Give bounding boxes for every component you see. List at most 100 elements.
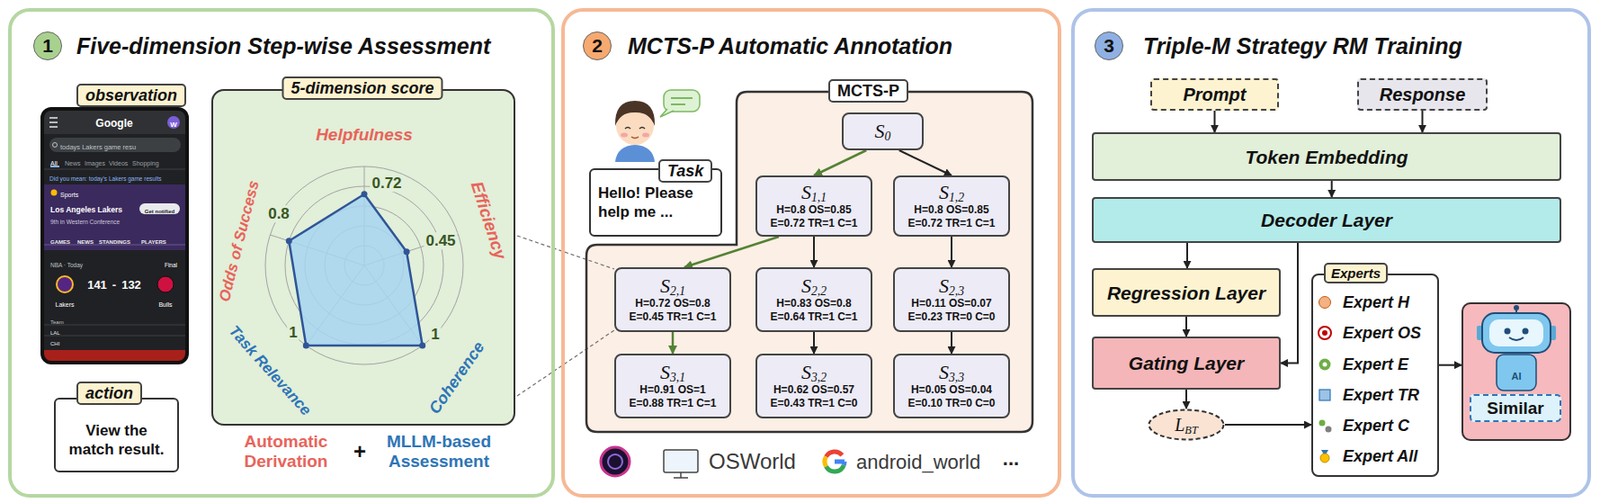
label-slot: Shopping	[132, 152, 160, 170]
menu-bar	[49, 121, 58, 124]
state-name: S2,2	[801, 275, 827, 297]
tag-label: observation	[76, 83, 187, 108]
radar-grid	[265, 166, 464, 365]
label-slot: Google	[95, 114, 133, 131]
label-slot: 0.45	[423, 232, 457, 251]
label-slot: Team	[50, 311, 64, 328]
expert-name: Expert OS	[1342, 323, 1422, 342]
radar-point	[419, 342, 426, 349]
speech-bubble	[663, 89, 700, 112]
expert-icon	[1319, 389, 1331, 401]
text-slot: AI	[1511, 366, 1522, 384]
connector	[950, 236, 953, 268]
source-note: +	[353, 438, 367, 464]
tag-label: Experts	[1323, 262, 1388, 284]
text-slot: Expert C	[1342, 415, 1410, 436]
state-scores: H=0.72 OS=0.8 E=0.45 TR=1 C=1	[623, 296, 723, 324]
subscript: 3,2	[811, 370, 827, 385]
ellipse-line	[1149, 410, 1225, 440]
text-slot: Experts	[1323, 262, 1388, 284]
label-slot: Efficiency	[466, 178, 510, 262]
zoom-lines	[517, 235, 615, 396]
expert-icon	[1319, 358, 1332, 371]
text-slot: Five-dimension Step-wise Assessment	[76, 32, 491, 60]
axis-label: Coherence	[425, 338, 489, 418]
state-scores: H=0.8 OS=0.85 E=0.72 TR=1 C=1	[764, 203, 864, 231]
radar-area	[288, 194, 422, 346]
text-slot: Expert OS	[1342, 322, 1422, 343]
state-name: S3,1	[660, 361, 686, 384]
state-node: S1,1H=0.8 OS=0.85 E=0.72 TR=1 C=1	[755, 175, 873, 237]
step-number: 1	[33, 31, 63, 61]
expert-name: Expert All	[1342, 446, 1418, 465]
label-slot: 9th in Western Conference	[50, 211, 120, 228]
state-node: S0	[841, 112, 924, 151]
connector	[1439, 364, 1462, 367]
text-slot: Expert All	[1342, 446, 1418, 466]
screen-text: Sports	[60, 191, 79, 198]
expert-icon	[1322, 362, 1328, 367]
connector	[813, 331, 815, 354]
step-digit: 2	[591, 35, 603, 57]
robot-smile	[1509, 337, 1524, 340]
radar-point	[361, 190, 368, 197]
box-text: Prompt	[1183, 83, 1247, 107]
score-value: 0.72	[369, 174, 403, 192]
text-slot: observation	[76, 83, 187, 108]
label-slot: All	[50, 152, 58, 170]
subscript: 1,2	[948, 190, 965, 205]
connector	[1186, 242, 1189, 269]
panel-title: Triple-M Strategy RM Training	[1143, 33, 1463, 59]
state-name: S3,3	[938, 361, 965, 384]
radar-point	[403, 248, 411, 255]
connector	[1421, 110, 1424, 133]
text-slot: Expert TR	[1342, 384, 1420, 405]
connector	[813, 150, 867, 176]
panel: Triple-M Strategy RM Training3PromptResp…	[1071, 8, 1592, 498]
subscript: 2,1	[670, 284, 686, 298]
axis-label: Task Relevance	[225, 321, 315, 419]
monitor-stand	[673, 476, 689, 479]
screen-text: STANDINGS	[98, 239, 131, 245]
radar-point	[286, 237, 293, 244]
divider	[44, 169, 186, 170]
subscript: 3,3	[948, 370, 965, 385]
sports-icon	[51, 189, 58, 197]
box-text: Token Embedding	[1244, 145, 1408, 169]
box-text: Gating Layer	[1128, 351, 1244, 375]
text-slot: Expert E	[1342, 354, 1409, 375]
score-value: 0.45	[423, 232, 457, 250]
label-slot: CHI	[50, 332, 60, 349]
screen-text: CHI	[50, 340, 60, 347]
tag-label: action	[76, 381, 143, 405]
label-slot: Bulls	[158, 294, 172, 311]
screen-text: GAMES	[50, 239, 71, 245]
logo-arc	[834, 461, 845, 465]
layer-box: Decoder Layer	[1091, 196, 1562, 243]
benchmark-name: ...	[1002, 446, 1019, 470]
search-icon	[53, 143, 58, 148]
step-digit: 1	[42, 35, 54, 57]
input-box: Response	[1357, 78, 1488, 111]
label-slot: LAL	[50, 321, 61, 339]
expert-icon	[1319, 296, 1332, 309]
phone-screen	[44, 110, 186, 361]
expert-icon	[1320, 453, 1330, 463]
connector	[1280, 242, 1298, 364]
label-slot: NBA · Today	[50, 254, 83, 271]
layer-box: Gating Layer	[1091, 336, 1281, 390]
axis-label: Efficiency	[467, 178, 511, 262]
layer-box: Regression Layer	[1091, 268, 1281, 317]
robot-mark: AI	[1511, 370, 1522, 382]
frame-line	[586, 91, 1033, 432]
score-value: 1	[286, 323, 299, 341]
user-hair	[615, 100, 655, 126]
text-slot: MCTS-P	[828, 79, 909, 103]
robot-art	[1461, 302, 1572, 441]
screen-text: NEWS	[77, 239, 94, 245]
state-node: S2,1H=0.72 OS=0.8 E=0.45 TR=1 C=1	[614, 267, 732, 332]
screen-text: 141	[87, 277, 108, 292]
zoom-line	[517, 235, 615, 269]
expert-icon	[1325, 426, 1332, 433]
input-box: Prompt	[1150, 78, 1279, 111]
